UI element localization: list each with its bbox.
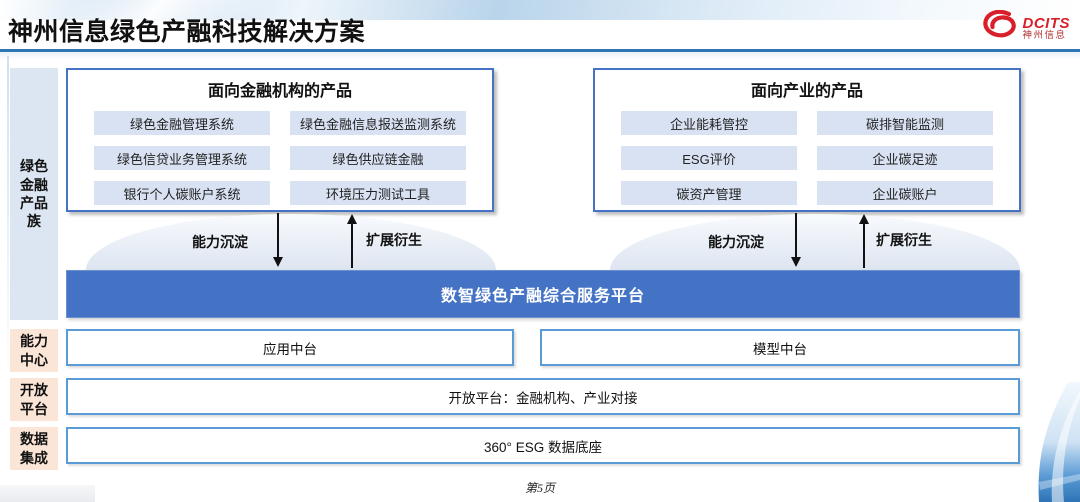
- left-edge-decoration: [7, 56, 9, 496]
- product-item: 企业能耗管控: [621, 111, 797, 135]
- dome-decoration-left: [86, 214, 496, 270]
- flow-label-expand-derive-right: 扩展衍生: [876, 232, 932, 248]
- model-middle-platform-box: 模型中台: [540, 329, 1020, 366]
- open-platform-box: 开放平台：金融机构、产业对接: [66, 378, 1020, 415]
- app-middle-platform-box: 应用中台: [66, 329, 514, 366]
- finance-panel-title: 面向金融机构的产品: [207, 83, 352, 100]
- product-item: 企业碳足迹: [817, 146, 993, 170]
- header-divider: [0, 49, 1080, 52]
- esg-data-base-box: 360° ESG 数据底座: [66, 427, 1020, 464]
- sidebar-label-data-integration: 数据集成: [10, 427, 58, 470]
- finance-products-panel: 面向金融机构的产品 绿色金融管理系统 绿色金融信息报送监测系统 绿色信贷业务管理…: [66, 68, 494, 212]
- flow-label-capability-settling-right: 能力沉淀: [708, 234, 764, 250]
- bottom-left-decoration: [0, 485, 95, 502]
- down-arrow-icon: [791, 213, 801, 267]
- product-item: ESG评价: [621, 146, 797, 170]
- product-item: 银行个人碳账户系统: [94, 181, 270, 205]
- platform-bar: 数智绿色产融综合服务平台: [66, 270, 1020, 318]
- down-arrow-icon: [273, 213, 283, 267]
- logo-brand-text: DCITS: [1022, 14, 1070, 32]
- industry-products-panel: 面向产业的产品 企业能耗管控 碳排智能监测 ESG评价 企业碳足迹 碳资产管理 …: [593, 68, 1021, 212]
- dcits-swirl-icon: [982, 9, 1018, 47]
- finance-panel-items: 绿色金融管理系统 绿色金融信息报送监测系统 绿色信贷业务管理系统 绿色供应链金融…: [68, 101, 492, 205]
- product-item: 环境压力测试工具: [290, 181, 466, 205]
- page-title: 神州信息绿色产融科技解决方案: [8, 18, 366, 46]
- flow-label-expand-derive-left: 扩展衍生: [366, 232, 422, 248]
- page-number: 第5页: [524, 481, 555, 495]
- logo-brand-chinese-text: 神州信息: [1022, 30, 1067, 42]
- product-item: 碳排智能监测: [817, 111, 993, 135]
- up-arrow-icon: [859, 214, 869, 268]
- industry-panel-title: 面向产业的产品: [750, 83, 863, 100]
- product-item: 碳资产管理: [621, 181, 797, 205]
- product-item: 绿色金融信息报送监测系统: [290, 111, 466, 135]
- product-item: 绿色信贷业务管理系统: [94, 146, 270, 170]
- sidebar-label-capability-center: 能力中心: [10, 329, 58, 372]
- product-item: 企业碳账户: [817, 181, 993, 205]
- product-item: 绿色金融管理系统: [94, 111, 270, 135]
- industry-panel-items: 企业能耗管控 碳排智能监测 ESG评价 企业碳足迹 碳资产管理 企业碳账户: [595, 101, 1019, 205]
- dcits-logo: DCITS 神州信息: [982, 9, 1071, 47]
- dome-decoration-right: [610, 214, 1020, 270]
- header-decoration: [0, 0, 1080, 20]
- header-fade-decoration: [0, 52, 1080, 60]
- sidebar-label-open-platform: 开放平台: [10, 378, 58, 421]
- flow-label-capability-settling-left: 能力沉淀: [192, 234, 248, 250]
- corner-swoosh-decoration: [1038, 382, 1080, 502]
- up-arrow-icon: [347, 214, 357, 268]
- sidebar-label-green-finance-family: 绿色金融产品族: [10, 68, 58, 320]
- product-item: 绿色供应链金融: [290, 146, 466, 170]
